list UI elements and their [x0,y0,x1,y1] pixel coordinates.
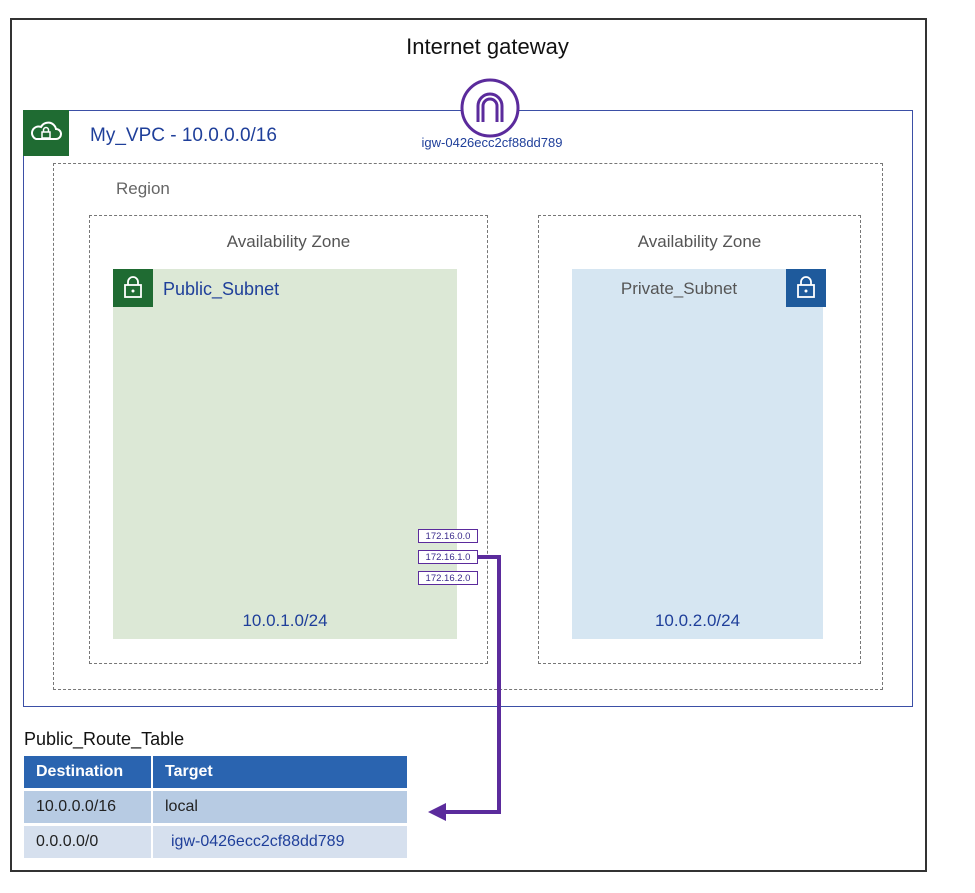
internet-gateway-icon [460,78,520,138]
private-subnet [572,269,823,639]
route-table: Destination Target 10.0.0.0/16 local 0.0… [24,756,407,858]
column-header-destination: Destination [24,756,153,788]
public-subnet-cidr: 10.0.1.0/24 [242,611,328,630]
public-subnet [113,269,457,639]
cloud-lock-icon [23,110,69,156]
destination-cell: 10.0.0.0/16 [24,788,153,823]
availability-zone-2 [538,215,861,664]
availability-zone-2-label: Availability Zone [637,232,762,251]
table-header-row: Destination Target [24,756,407,788]
route-entry: 172.16.0.0 [418,529,478,543]
destination-cell: 0.0.0.0/0 [24,823,153,858]
route-entry: 172.16.1.0 [418,550,478,564]
lock-icon [786,269,826,307]
availability-zone-1-label: Availability Zone [226,232,351,251]
private-subnet-label: Private_Subnet [620,279,738,298]
gateway-title: Internet gateway [406,34,569,59]
gateway-id: igw-0426ecc2cf88dd789 [421,135,563,150]
lock-icon [113,269,153,307]
vpc-label: My_VPC - 10.0.0.0/16 [90,125,277,146]
region-label: Region [116,179,170,198]
private-subnet-cidr: 10.0.2.0/24 [654,611,741,630]
target-cell: local [153,788,407,823]
route-entry: 172.16.2.0 [418,571,478,585]
table-row: 0.0.0.0/0 igw-0426ecc2cf88dd789 [24,823,407,858]
diagram-frame [10,18,927,872]
column-header-target: Target [153,756,407,788]
target-cell: igw-0426ecc2cf88dd789 [153,823,407,858]
public-subnet-label: Public_Subnet [163,279,280,299]
table-row: 10.0.0.0/16 local [24,788,407,823]
route-table-title: Public_Route_Table [24,729,185,749]
availability-zone-1 [89,215,488,664]
